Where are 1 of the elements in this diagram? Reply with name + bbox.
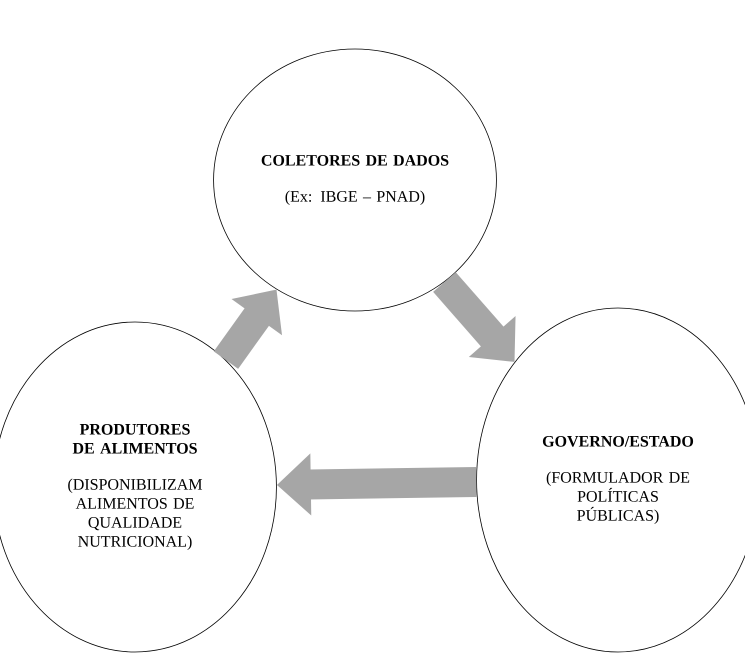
ellipse-node: COLETORES DE DADOS (Ex: IBGE – PNAD) <box>213 48 497 312</box>
